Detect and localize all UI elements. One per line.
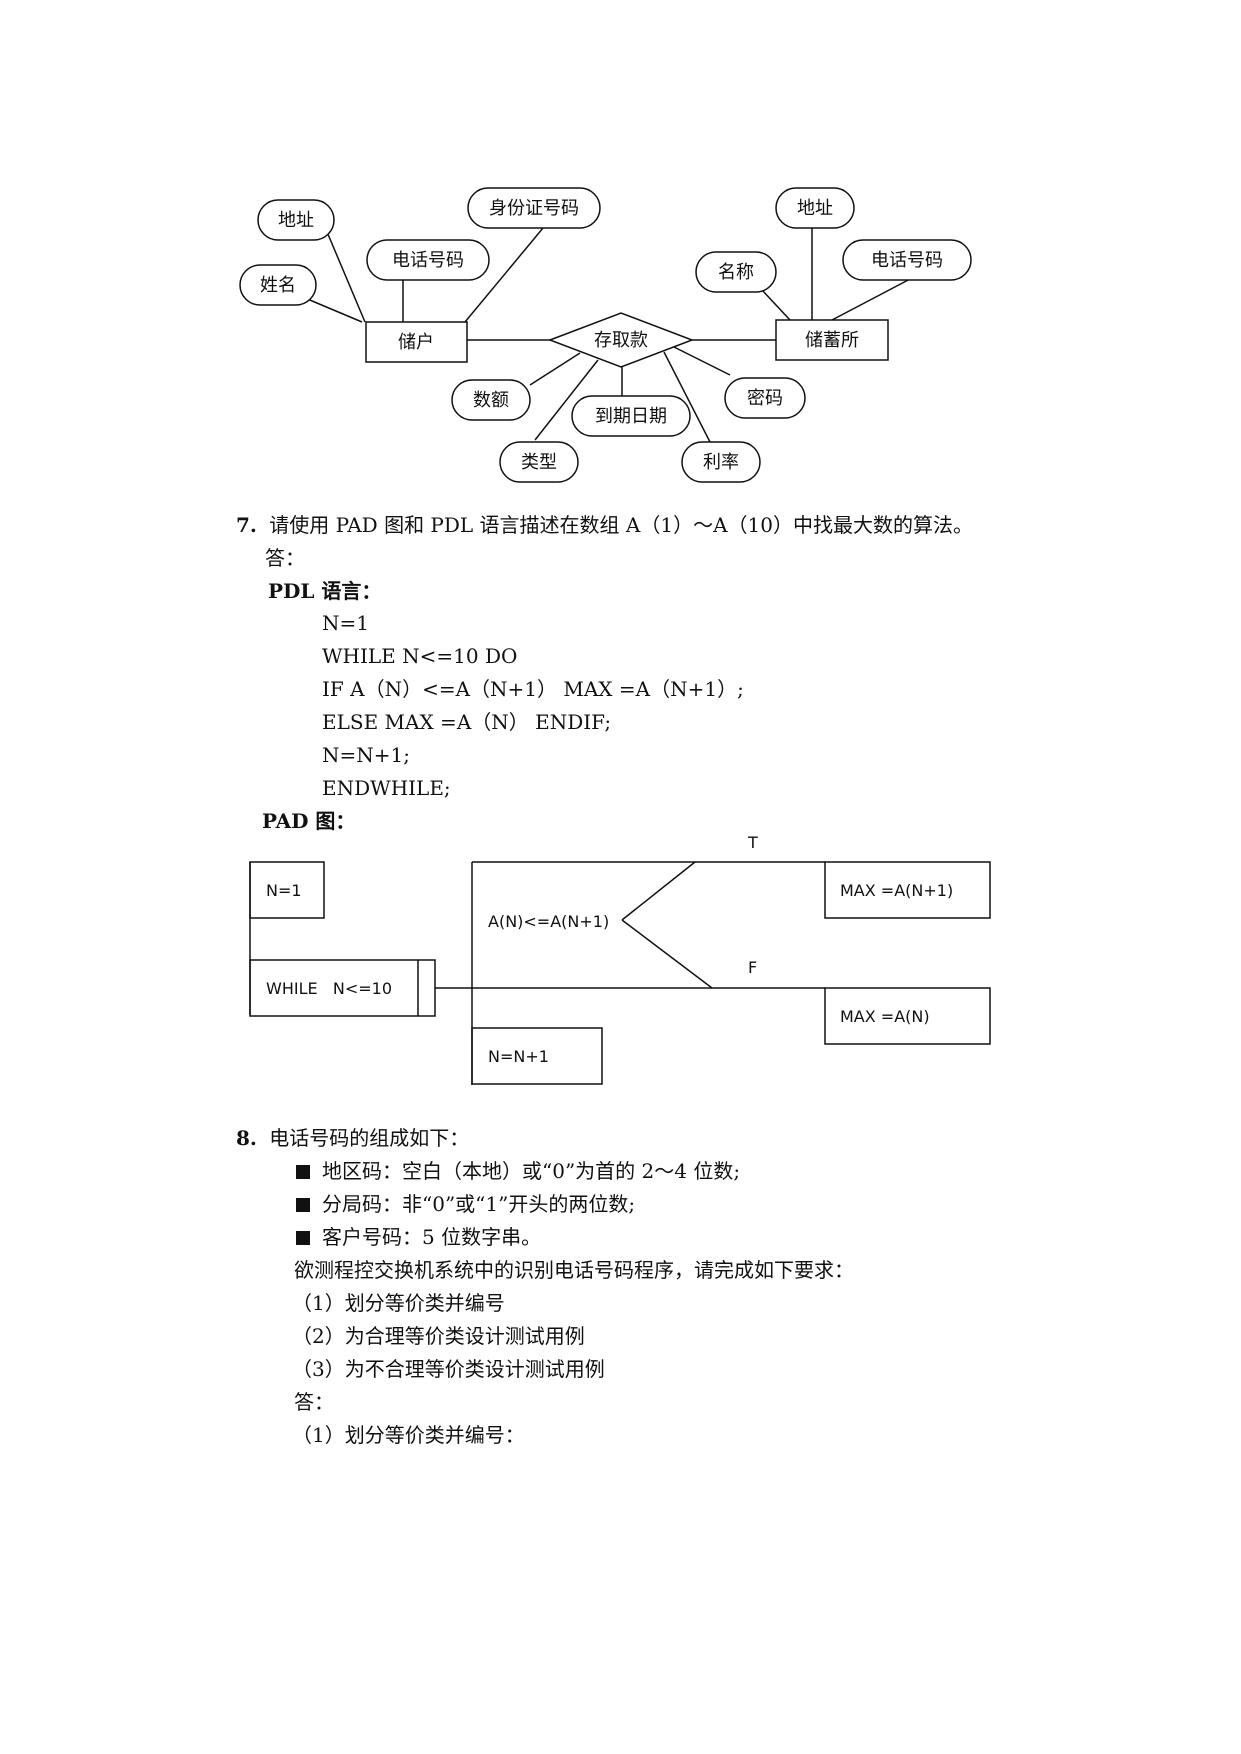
attr-label: 地址	[797, 198, 833, 219]
task-item: （3）为不合理等价类设计测试用例	[292, 1357, 605, 1381]
task-item: （1）划分等价类并编号	[292, 1291, 505, 1315]
task-text: 欲测程控交换机系统中的识别电话号码程序，请完成如下要求：	[294, 1258, 854, 1282]
square-bullet-icon	[296, 1198, 310, 1212]
attr-label: 地址	[278, 210, 314, 231]
question-number: 7.	[236, 513, 257, 537]
bullet-item: 地区码：空白（本地）或“0”为首的 2～4 位数;	[296, 1158, 740, 1184]
pdl-line: N=N+1;	[322, 743, 410, 767]
pad-false-action: MAX =A(N)	[840, 1007, 930, 1026]
square-bullet-icon	[296, 1165, 310, 1179]
attr-label: 类型	[521, 452, 557, 473]
question-number: 8.	[236, 1126, 257, 1150]
answer-label: 答：	[294, 1390, 334, 1414]
attr-label: 密码	[747, 388, 783, 409]
attr-box	[366, 239, 490, 281]
attr-label: 电话号码	[392, 250, 464, 271]
attr-box	[499, 441, 579, 483]
pdl-line: N=1	[322, 611, 369, 635]
pdl-line: ENDWHILE;	[322, 776, 451, 800]
attr-label: 身份证号码	[489, 198, 579, 219]
attr-box	[842, 239, 972, 281]
attr-box	[695, 251, 777, 293]
attr-label: 姓名	[260, 275, 296, 296]
pad-false-label: F	[748, 958, 757, 977]
bullet-text: 分局码：非“0”或“1”开头的两位数;	[322, 1192, 636, 1216]
question-7: 7. 请使用 PAD 图和 PDL 语言描述在数组 A（1）～A（10）中找最大…	[236, 512, 973, 538]
bullet-item: 分局码：非“0”或“1”开头的两位数;	[296, 1191, 635, 1217]
entity-bank-box	[775, 319, 889, 361]
answer-item: （1）划分等价类并编号：	[292, 1423, 525, 1447]
pad-true-label: T	[747, 833, 758, 852]
pad-heading: PAD 图：	[262, 809, 356, 833]
attr-label: 电话号码	[871, 250, 943, 271]
pad-loop-label: WHILE N<=10	[266, 979, 392, 998]
pad-true-action: MAX =A(N+1)	[840, 881, 953, 900]
relationship-label: 存取款	[594, 330, 648, 351]
attr-box	[571, 395, 691, 437]
attr-box	[724, 377, 806, 419]
pdl-line: WHILE N<=10 DO	[322, 644, 518, 668]
attr-box	[451, 379, 531, 421]
attr-box	[257, 199, 335, 241]
pdl-heading: PDL 语言：	[268, 579, 382, 603]
attr-box	[681, 441, 761, 483]
entity-bank-label: 储蓄所	[805, 330, 859, 351]
attr-box	[775, 187, 855, 229]
task-item: （2）为合理等价类设计测试用例	[292, 1324, 585, 1348]
pad-init-label: N=1	[266, 881, 302, 900]
pdl-line: ELSE MAX =A（N） ENDIF;	[322, 710, 612, 734]
er-diagram: 储户 储蓄所 存取款 地址 姓名 电话号码 身份证号码 地址 名称 电话号码 数…	[239, 187, 972, 483]
square-bullet-icon	[296, 1231, 310, 1245]
attr-label: 名称	[718, 262, 754, 283]
question-8: 8. 电话号码的组成如下：	[236, 1125, 469, 1151]
attr-box	[467, 187, 601, 229]
entity-customer-box	[365, 321, 468, 363]
attr-label: 数额	[473, 390, 509, 411]
pdl-line: IF A（N）<=A（N+1） MAX =A（N+1）;	[322, 677, 744, 701]
entity-customer-label: 储户	[398, 332, 434, 353]
bullet-text: 客户号码：5 位数字串。	[322, 1225, 542, 1249]
question-text: 电话号码的组成如下：	[269, 1126, 470, 1150]
attr-label: 到期日期	[595, 406, 667, 427]
bullet-text: 地区码：空白（本地）或“0”为首的 2～4 位数;	[322, 1159, 741, 1183]
question-text: 请使用 PAD 图和 PDL 语言描述在数组 A（1）～A（10）中找最大数的算…	[269, 513, 973, 537]
relationship-diamond	[547, 312, 695, 368]
pad-condition-label: A(N)<=A(N+1)	[488, 912, 609, 931]
attr-label: 利率	[703, 452, 739, 473]
bullet-item: 客户号码：5 位数字串。	[296, 1224, 541, 1250]
answer-label: 答：	[265, 546, 305, 570]
attr-box	[239, 264, 317, 306]
pad-diagram: N=1 WHILE N<=10 A(N)<=A(N+1) T F MAX =A(…	[249, 833, 991, 1085]
pad-increment-label: N=N+1	[488, 1047, 549, 1066]
